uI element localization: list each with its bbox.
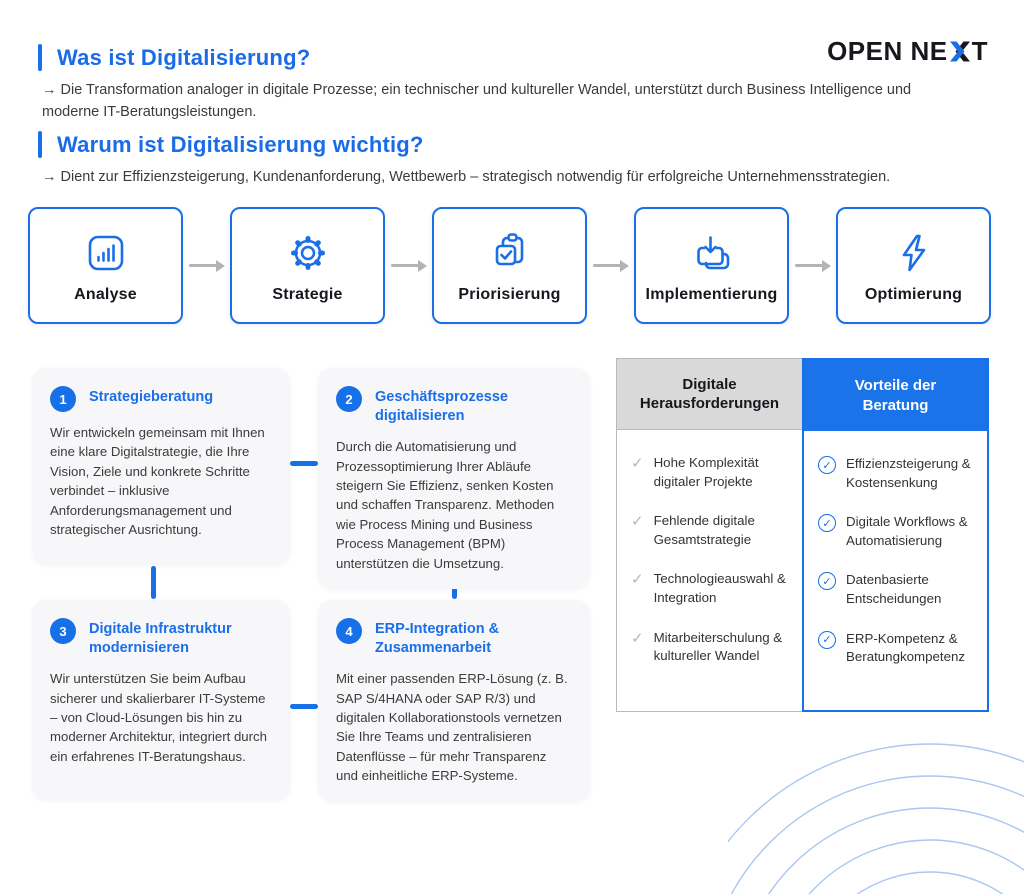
check-icon: ✓ bbox=[631, 571, 644, 589]
comparison-table: Digitale Herausforderungen ✓ Hohe Komple… bbox=[616, 358, 990, 712]
check-circle-icon: ✓ bbox=[818, 456, 836, 474]
card-title: Strategieberatung bbox=[89, 389, 214, 405]
benefit-item: ✓ Datenbasierte Entscheidungen bbox=[818, 571, 975, 608]
check-icon: ✓ bbox=[631, 455, 644, 472]
gear-icon bbox=[287, 232, 329, 274]
flow-step-optimierung: Optimierung bbox=[836, 207, 991, 324]
challenges-header: Digitale Herausforderungen bbox=[617, 359, 802, 430]
logo-x-icon bbox=[949, 41, 971, 62]
check-circle-icon: ✓ bbox=[818, 514, 836, 533]
process-flow: Analyse Strategie bbox=[28, 207, 991, 324]
flow-step-priorisierung: Priorisierung bbox=[432, 207, 587, 324]
card-number-badge: 3 bbox=[50, 618, 76, 644]
open-next-logo: OPEN NE T bbox=[827, 36, 988, 67]
benefits-header: Vorteile der Beratung bbox=[804, 360, 987, 431]
concentric-circles-decoration bbox=[728, 743, 1024, 894]
section-1-body: → Die Transformation analoger in digital… bbox=[42, 82, 912, 120]
section-1-title: Was ist Digitalisierung? bbox=[57, 44, 311, 70]
card-number-badge: 4 bbox=[336, 618, 362, 644]
service-cards: 1 Strategieberatung Wir entwickeln gemei… bbox=[32, 368, 590, 802]
logo-text-left: OPEN NE bbox=[827, 36, 948, 66]
flow-arrow-icon bbox=[789, 259, 836, 272]
check-icon: ✓ bbox=[631, 629, 644, 647]
flow-step-label: Analyse bbox=[74, 286, 137, 303]
challenge-item: ✓ Fehlende digitale Gesamtstrategie bbox=[631, 513, 755, 547]
connector-line bbox=[290, 461, 318, 466]
install-tray-icon bbox=[691, 232, 733, 274]
challenge-item: ✓ Mitarbeiterschulung & kultureller Wand… bbox=[631, 629, 783, 664]
section-2-title: Warum ist Digitalisierung wichtig? bbox=[57, 131, 424, 157]
lightning-icon bbox=[896, 232, 932, 274]
logo-text-right: T bbox=[971, 36, 988, 66]
card-title: ERP-Integration & Zusammenarbeit bbox=[375, 621, 500, 657]
benefit-item: ✓ Effizienzsteigerung & Kostensenkung bbox=[818, 455, 975, 492]
card-infrastruktur: 3 Digitale Infrastruktur modernisieren W… bbox=[32, 600, 290, 800]
card-body: Durch die Automatisierung und Prozessopt… bbox=[336, 439, 555, 571]
flow-step-label: Implementierung bbox=[645, 286, 778, 303]
card-title: Geschäftsprozesse digitalisieren bbox=[375, 389, 508, 425]
card-number-badge: 1 bbox=[50, 386, 76, 412]
card-body: Wir unterstützen Sie beim Aufbau sichere… bbox=[50, 671, 267, 764]
benefit-item: ✓ Digitale Workflows & Automatisierung bbox=[818, 513, 975, 550]
challenges-column: Digitale Herausforderungen ✓ Hohe Komple… bbox=[616, 358, 803, 712]
heading-accent-bar bbox=[38, 131, 42, 158]
flow-step-label: Strategie bbox=[272, 286, 343, 303]
flow-step-implementierung: Implementierung bbox=[634, 207, 789, 324]
card-erp-integration: 4 ERP-Integration & Zusammenarbeit Mit e… bbox=[318, 600, 590, 802]
clipboard-check-icon bbox=[490, 232, 530, 274]
card-body: Wir entwickeln gemeinsam mit Ihnen eine … bbox=[50, 425, 265, 538]
benefit-item: ✓ ERP-Kompetenz & Beratungkompetenz bbox=[818, 630, 975, 667]
flow-step-label: Priorisierung bbox=[458, 286, 561, 303]
card-body: Mit einer passenden ERP-Lösung (z. B. SA… bbox=[336, 671, 568, 784]
flow-arrow-icon bbox=[385, 259, 432, 272]
check-icon: ✓ bbox=[631, 513, 644, 531]
challenge-item: ✓ Hohe Komplexität digitaler Projekte bbox=[631, 455, 759, 489]
section-2-body: → Dient zur Effizienzsteigerung, Kundena… bbox=[42, 169, 891, 185]
heading-accent-bar bbox=[38, 44, 42, 71]
card-geschaeftsprozesse: 2 Geschäftsprozesse digitalisieren Durch… bbox=[318, 368, 590, 590]
bar-chart-icon bbox=[86, 232, 126, 274]
check-circle-icon: ✓ bbox=[818, 630, 836, 649]
flow-step-strategie: Strategie bbox=[230, 207, 385, 324]
flow-step-analyse: Analyse bbox=[28, 207, 183, 324]
check-circle-icon: ✓ bbox=[818, 572, 836, 591]
section-2-heading: Warum ist Digitalisierung wichtig? bbox=[38, 131, 424, 158]
connector-line bbox=[290, 704, 318, 709]
benefits-column: Vorteile der Beratung ✓ Effizienzsteiger… bbox=[802, 358, 989, 712]
flow-step-label: Optimierung bbox=[864, 286, 963, 303]
card-number-badge: 2 bbox=[336, 386, 362, 412]
connector-line bbox=[151, 566, 156, 599]
flow-arrow-icon bbox=[587, 259, 634, 272]
section-1-heading: Was ist Digitalisierung? bbox=[38, 44, 310, 71]
flow-arrow-icon bbox=[183, 259, 230, 272]
challenge-item: ✓ Technologieauswahl & Integration bbox=[631, 571, 786, 606]
card-strategieberatung: 1 Strategieberatung Wir entwickeln gemei… bbox=[32, 368, 290, 565]
card-title: Digitale Infrastruktur modernisieren bbox=[89, 621, 232, 657]
